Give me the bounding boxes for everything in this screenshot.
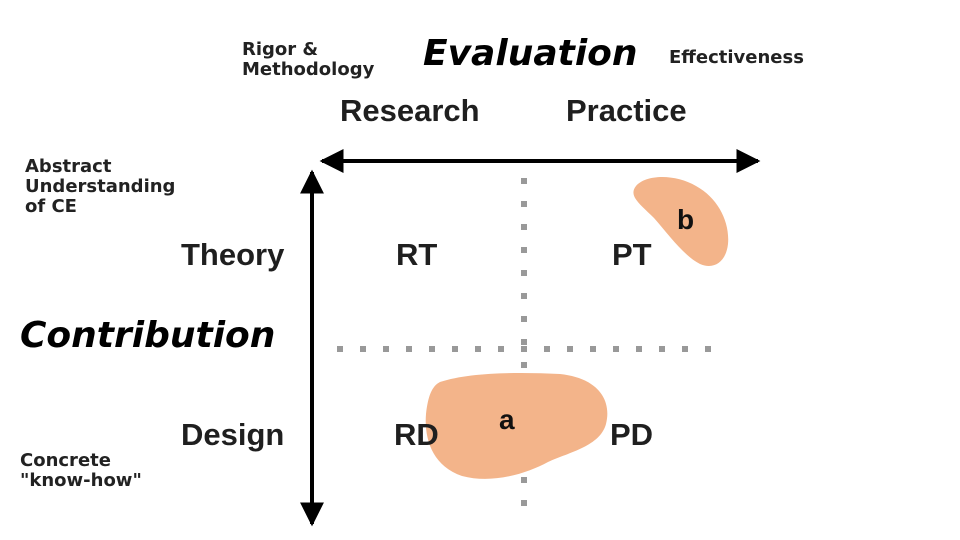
theory-label: Theory bbox=[181, 237, 285, 272]
blob-b-label: b bbox=[677, 204, 695, 235]
design-label: Design bbox=[181, 417, 285, 452]
quadrant-rt-label: RT bbox=[396, 237, 438, 272]
research-label: Research bbox=[340, 93, 480, 128]
blob-b-shape bbox=[633, 177, 729, 266]
quadrant-pt-label: PT bbox=[612, 237, 652, 272]
quadrant-rd-label: RD bbox=[394, 417, 439, 452]
practice-label: Practice bbox=[566, 93, 687, 128]
concrete-know-how-note: Concrete "know-how" bbox=[20, 450, 142, 491]
contribution-title: Contribution bbox=[20, 315, 276, 356]
effectiveness-note: Effectiveness bbox=[669, 47, 804, 68]
blob-a-label: a bbox=[499, 404, 515, 435]
evaluation-title: Evaluation bbox=[423, 33, 638, 74]
quadrant-pd-label: PD bbox=[610, 417, 654, 452]
abstract-understanding-note: Abstract Understanding of CE bbox=[25, 156, 176, 217]
blob-a-shape bbox=[425, 372, 608, 479]
rigor-methodology-note: Rigor & Methodology bbox=[242, 39, 375, 80]
